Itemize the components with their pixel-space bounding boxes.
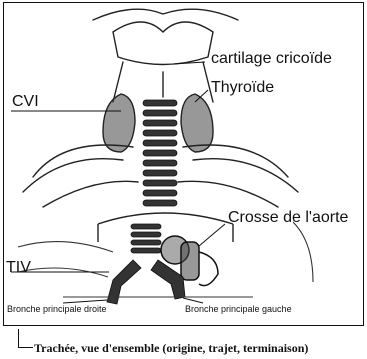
larynx-outline [113, 22, 213, 65]
label-bronche-gauche: Bronche principale gauche [185, 304, 292, 314]
left-main-bronchus [151, 260, 185, 299]
caption-bracket [18, 329, 33, 348]
thyroid-right-lobe [181, 94, 213, 152]
pointer-crosse [199, 224, 225, 246]
trachea-rings [143, 100, 177, 206]
thyroid-left-lobe [103, 94, 135, 152]
label-tiv: TIV [6, 259, 31, 277]
trachea-lower-rings [131, 224, 161, 253]
label-cartilage-cricoide: cartilage cricoïde [211, 50, 332, 68]
pointer-bronche-gauche [183, 298, 203, 303]
pointer-bronche-droite [63, 300, 107, 303]
label-crosse-aorte: Crosse de l'aorte [228, 209, 348, 227]
label-thyroide: Thyroïde [211, 79, 274, 97]
label-bronche-droite: Bronche principale droite [7, 304, 107, 314]
figure-caption: Trachée, vue d'ensemble (origine, trajet… [34, 341, 308, 356]
label-cvi: CVI [12, 93, 39, 111]
